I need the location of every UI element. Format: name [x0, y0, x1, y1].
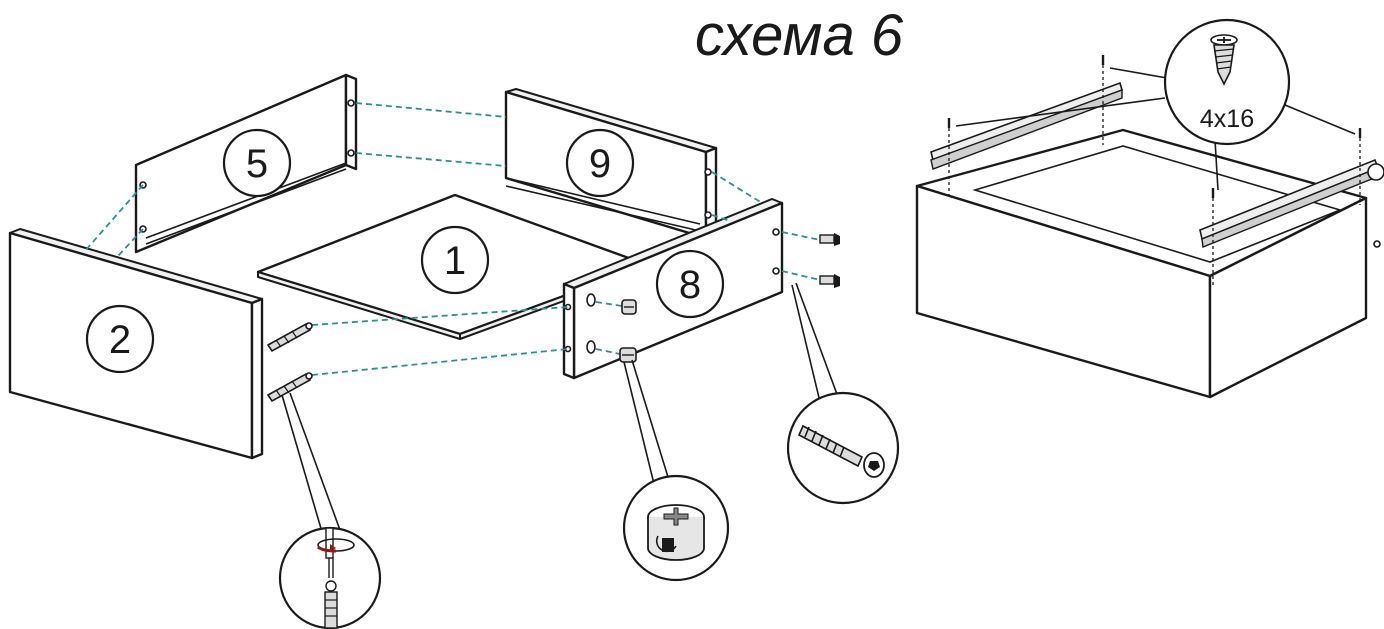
wood-screw-large-icon [797, 424, 885, 478]
cam-lock-callout [622, 474, 730, 582]
wood-screw-icon [1210, 34, 1238, 86]
part-label-8: 8 [655, 249, 725, 319]
cam-lock-icon [619, 299, 637, 363]
small-screw-icon [947, 55, 1362, 198]
diagram-title: схема 6 [695, 3, 904, 68]
runner-mount-guides [948, 65, 1361, 285]
dowel-icon [266, 322, 313, 403]
assembly-guide-lines [83, 102, 821, 376]
part-label-5: 5 [222, 128, 292, 198]
screw-spec-label: 4x16 [1200, 105, 1254, 133]
part-label-1: 1 [420, 225, 490, 295]
part-label-9: 9 [565, 128, 635, 198]
svg-text:2: 2 [109, 318, 131, 362]
callout-leaders [281, 282, 839, 533]
screwdriver-callout [278, 526, 382, 629]
svg-text:9: 9 [589, 142, 611, 186]
screwdriver-icon [316, 527, 355, 629]
svg-text:5: 5 [246, 142, 268, 186]
svg-text:1: 1 [444, 239, 466, 283]
screw-spec-callout: 4x16 [1163, 18, 1291, 146]
cam-lock-detail-icon [647, 504, 705, 561]
euro-screw-callout [786, 391, 900, 505]
part-label-2: 2 [85, 304, 155, 374]
assembled-drawer [915, 128, 1381, 399]
euro-screw-icon [819, 233, 840, 288]
svg-text:8: 8 [679, 263, 701, 307]
